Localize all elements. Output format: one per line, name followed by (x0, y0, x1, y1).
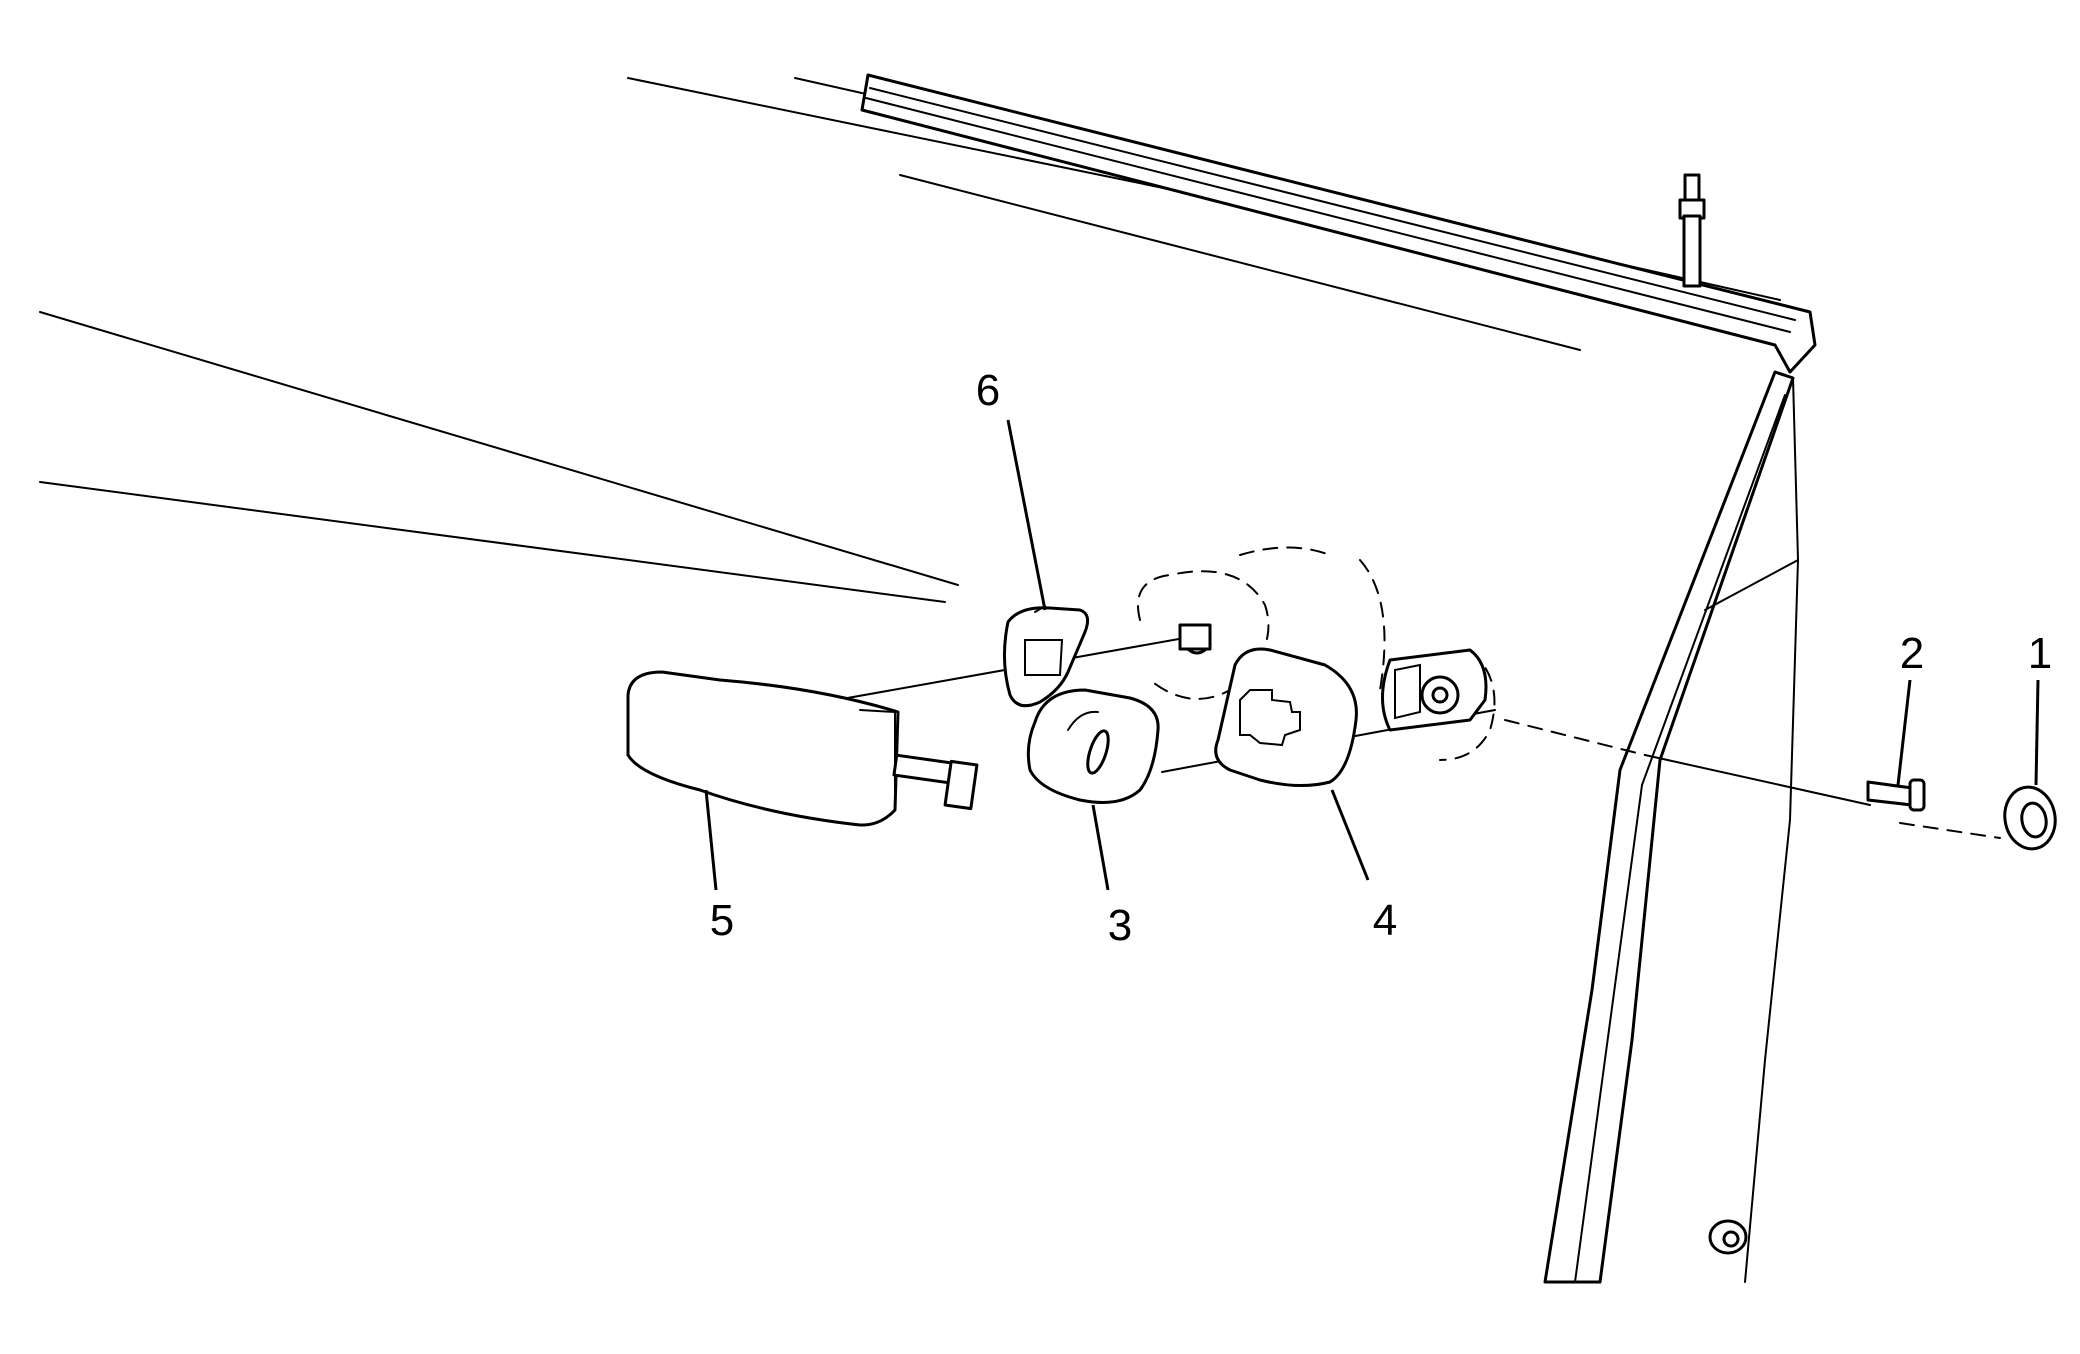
callout-5: 5 (710, 896, 734, 945)
callout-2: 2 (1900, 629, 1924, 678)
windshield-button-ghost (1137, 546, 1331, 700)
callout-1: 1 (2028, 629, 2052, 678)
callout-4: 4 (1373, 896, 1397, 945)
mount-bracket (1381, 648, 1496, 761)
part-1-cap (2003, 785, 2057, 851)
callout-6: 6 (976, 366, 1000, 415)
part-3-mirror-cover (1026, 688, 1160, 804)
callout-lines (704, 419, 2040, 891)
windshield-edge (39, 77, 1781, 603)
part-2-screw (1866, 778, 1926, 812)
callout-3: 3 (1108, 901, 1132, 950)
antenna (1678, 173, 1706, 288)
roof-header-molding (860, 73, 1817, 374)
pillar-frame (1543, 370, 1800, 1284)
callout-labels: 6 1 2 3 4 5 (710, 366, 2052, 950)
pillar-bolt (1708, 1219, 1748, 1255)
part-5-mirror-head (626, 670, 979, 827)
part-4-mirror-base (1214, 559, 1386, 788)
